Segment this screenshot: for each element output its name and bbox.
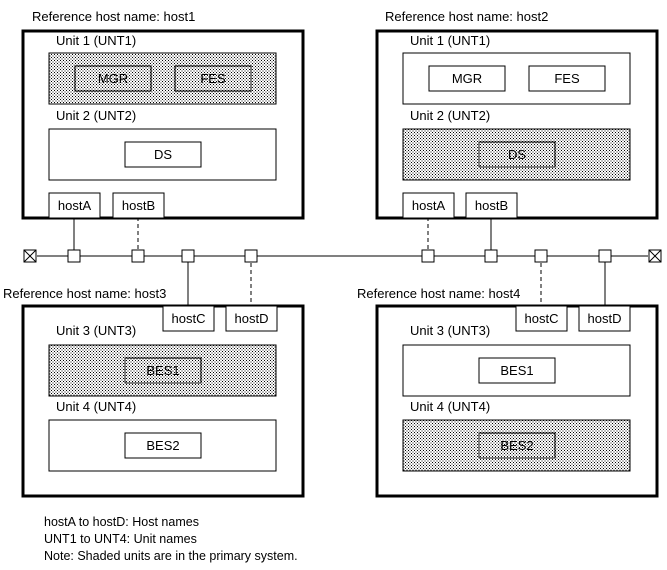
network-layer	[23, 218, 662, 306]
network-port	[67, 249, 81, 263]
legend-notes: hostA to hostD: Host names UNT1 to UNT4:…	[44, 514, 298, 565]
component-box	[124, 141, 202, 168]
component-box	[478, 141, 556, 168]
note-unit-names: UNT1 to UNT4: Unit names	[44, 532, 197, 546]
nic-label: hostC	[172, 311, 206, 326]
component-box	[478, 432, 556, 459]
component-label: DS	[154, 147, 172, 162]
unit-label: Unit 4 (UNT4)	[56, 399, 136, 414]
terminator-cross	[648, 249, 662, 263]
unit-label: Unit 4 (UNT4)	[410, 399, 490, 414]
unit-label: Unit 3 (UNT3)	[410, 323, 490, 338]
nic-label: hostA	[58, 198, 92, 213]
network-terminator	[23, 249, 37, 263]
network-port	[534, 249, 548, 263]
terminator-cross	[23, 249, 37, 263]
nic-box	[465, 192, 518, 219]
component-box	[174, 65, 252, 92]
nic-box	[402, 192, 455, 219]
component-label: BES1	[146, 363, 179, 378]
component-label: BES2	[500, 438, 533, 453]
nic-label: hostB	[122, 198, 155, 213]
host-title: Reference host name: host1	[32, 9, 195, 24]
component-label: BES2	[146, 438, 179, 453]
network-port	[421, 249, 435, 263]
nic-box	[225, 305, 278, 332]
unit-label: Unit 1 (UNT1)	[56, 33, 136, 48]
network-terminator	[648, 249, 662, 263]
component-label: MGR	[98, 71, 128, 86]
network-port	[484, 249, 498, 263]
network-port	[244, 249, 258, 263]
note-host-names: hostA to hostD: Host names	[44, 515, 199, 529]
component-label: FES	[554, 71, 580, 86]
nic-box	[578, 305, 631, 332]
note-shaded-units: Note: Shaded units are in the primary sy…	[44, 549, 298, 563]
nic-box	[162, 305, 215, 332]
nic-label: hostB	[475, 198, 508, 213]
component-label: BES1	[500, 363, 533, 378]
nic-box	[48, 192, 101, 219]
nic-label: hostD	[588, 311, 622, 326]
nic-label: hostC	[525, 311, 559, 326]
nic-box	[515, 305, 568, 332]
unit-label: Unit 3 (UNT3)	[56, 323, 136, 338]
unit-label: Unit 2 (UNT2)	[410, 108, 490, 123]
network-port	[181, 249, 195, 263]
component-label: FES	[200, 71, 226, 86]
component-box	[124, 432, 202, 459]
host-title: Reference host name: host2	[385, 9, 548, 24]
host-title: Reference host name: host4	[357, 286, 520, 301]
nic-label: hostA	[412, 198, 446, 213]
component-box	[74, 65, 152, 92]
component-box	[428, 65, 506, 92]
component-label: DS	[508, 147, 526, 162]
network-port	[598, 249, 612, 263]
component-label: MGR	[452, 71, 482, 86]
unit-label: Unit 2 (UNT2)	[56, 108, 136, 123]
unit-label: Unit 1 (UNT1)	[410, 33, 490, 48]
network-port	[131, 249, 145, 263]
component-box	[478, 357, 556, 384]
component-box	[528, 65, 606, 92]
host-title: Reference host name: host3	[3, 286, 166, 301]
component-box	[124, 357, 202, 384]
nic-label: hostD	[235, 311, 269, 326]
nic-box	[112, 192, 165, 219]
